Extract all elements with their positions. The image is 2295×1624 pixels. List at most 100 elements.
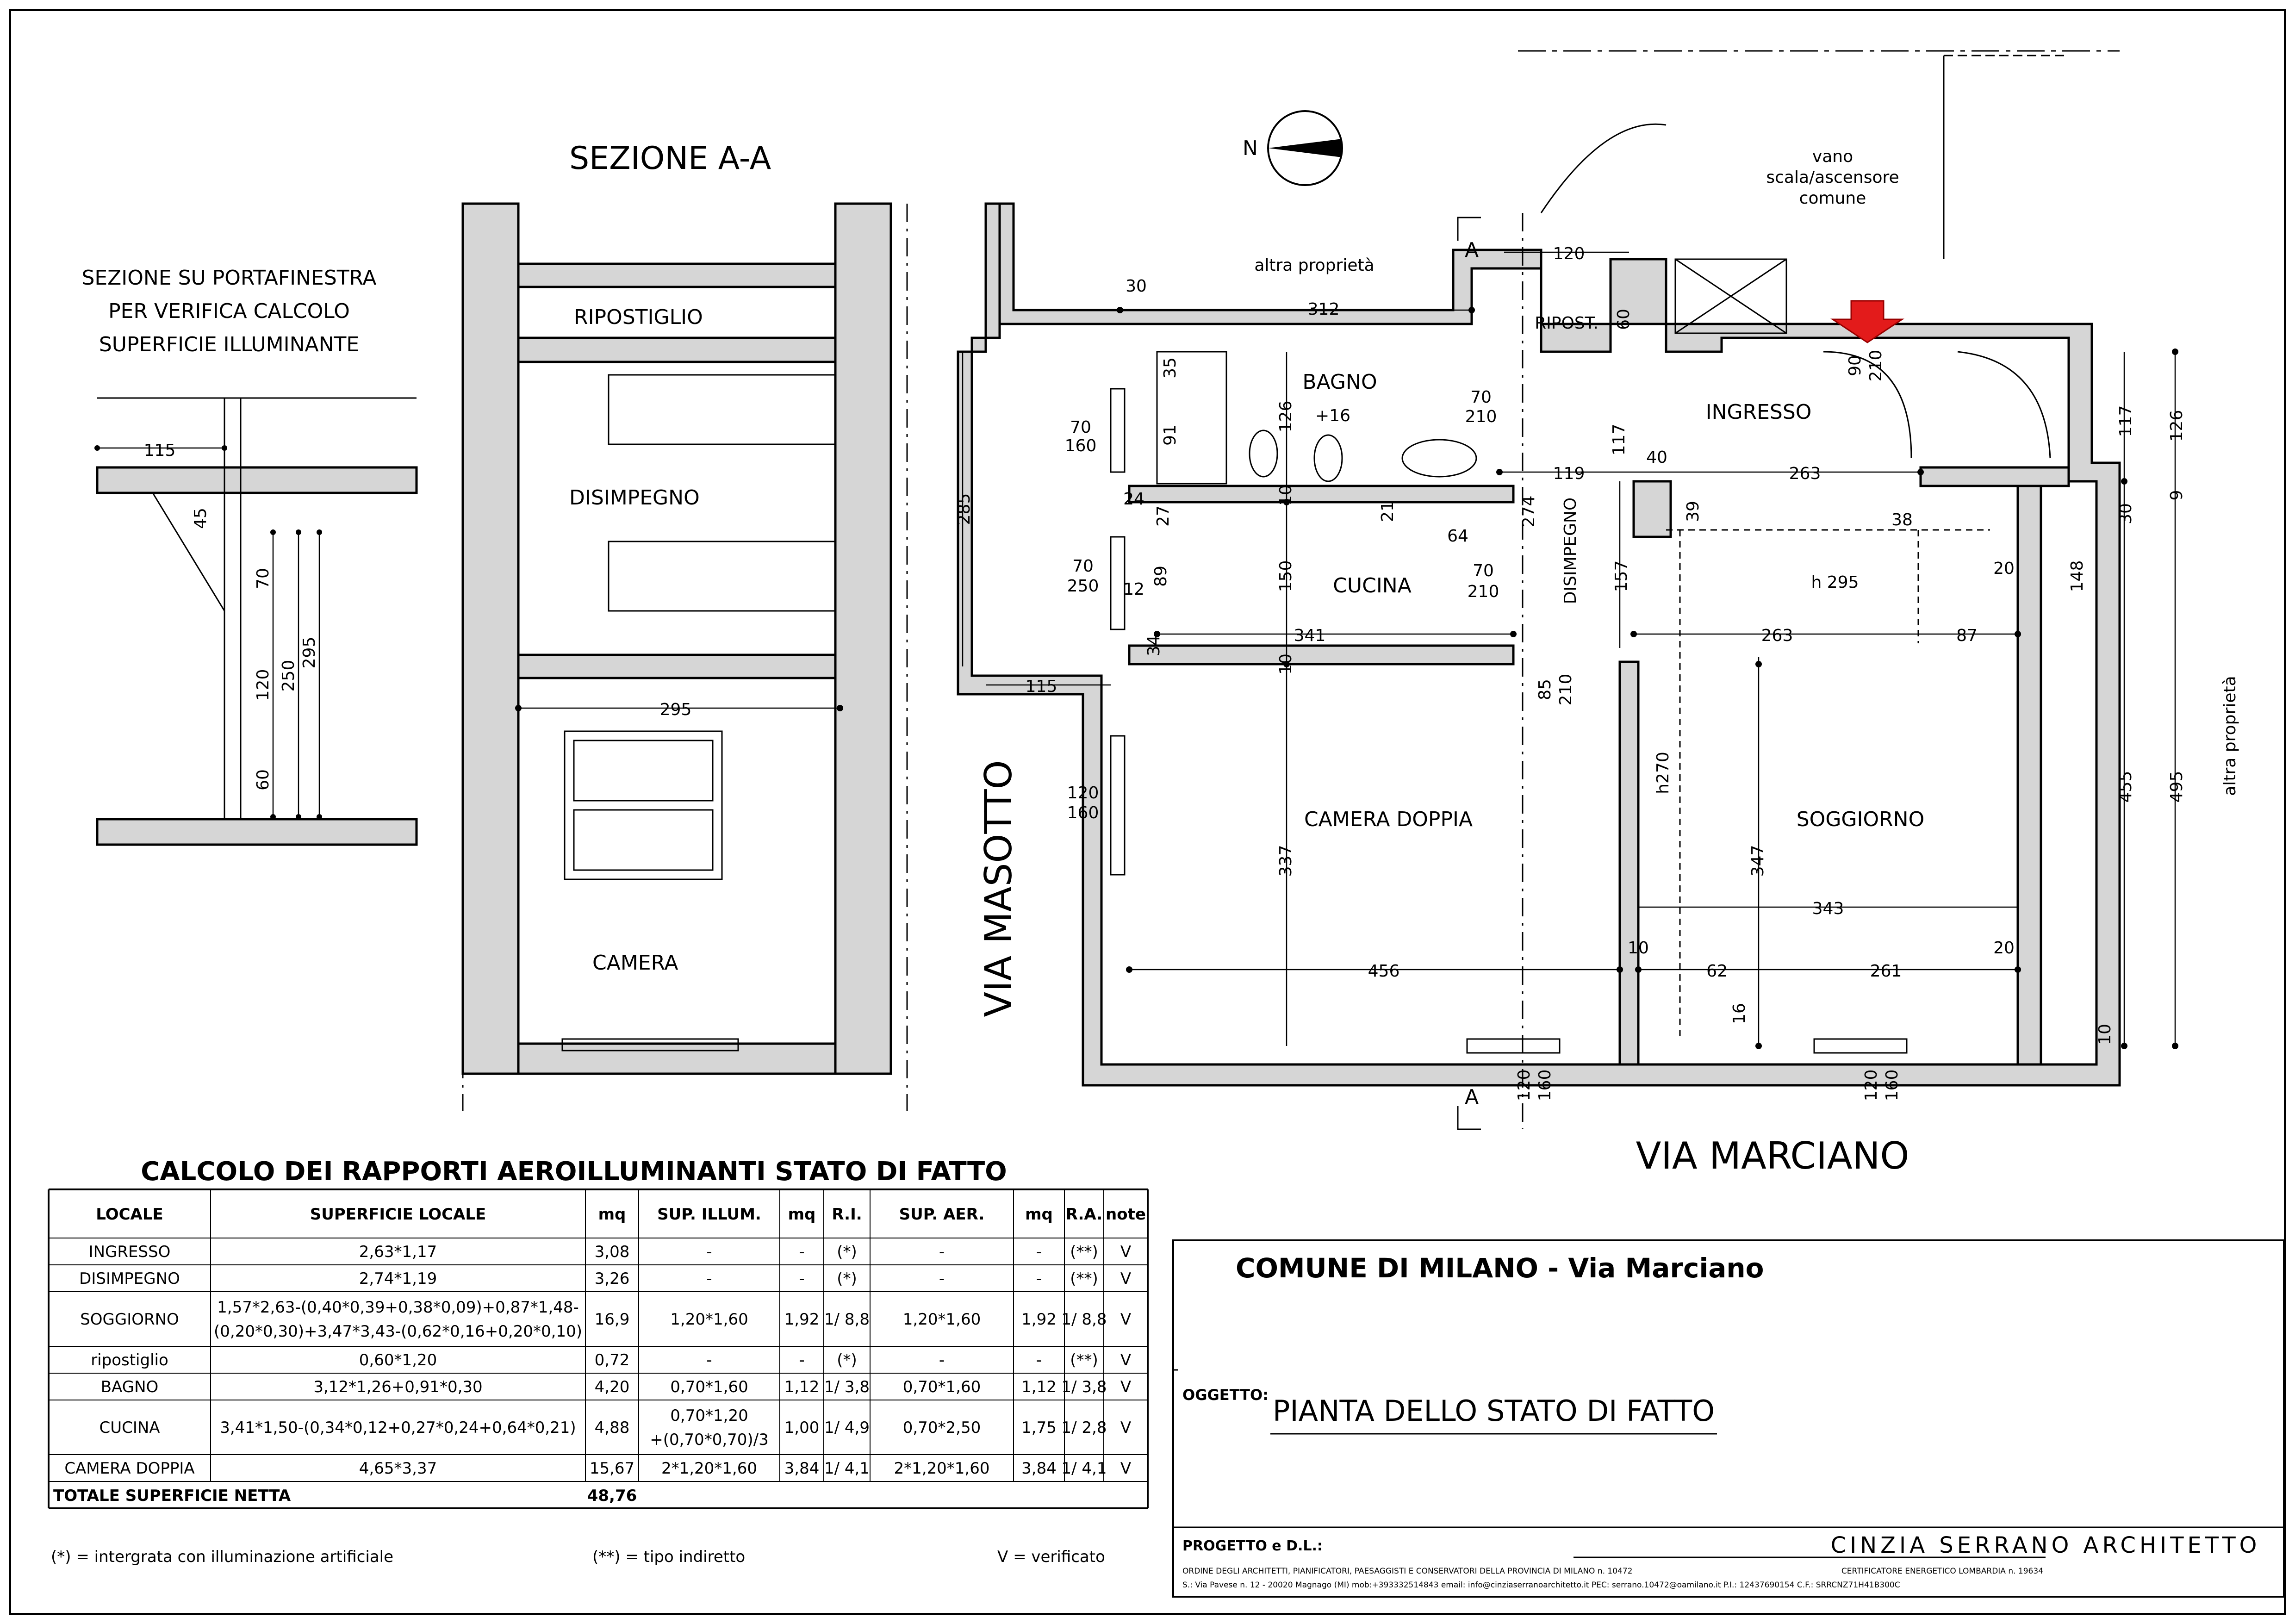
dim-160-bagno: 160 [1065, 436, 1097, 455]
table-cell: 15,67 [590, 1459, 634, 1478]
table-cell: 1,75 [1021, 1419, 1057, 1437]
dim-87: 87 [1956, 626, 1978, 645]
detail-dim-295: 295 [300, 637, 319, 669]
table-cell: - [1036, 1243, 1042, 1261]
table-cell: (**) [1070, 1269, 1098, 1288]
table-cell: - [939, 1243, 945, 1261]
table-total-label: TOTALE SUPERFICIE NETTA [53, 1487, 291, 1505]
wall-kitchen-bottom [1128, 644, 1515, 666]
floor-plan: N vano scala/ascensor [955, 50, 2239, 1177]
table-cell: (*) [837, 1243, 857, 1261]
table-cell: 1/ 4,9 [824, 1419, 870, 1437]
table-cell: 0,70*1,20 [670, 1406, 748, 1425]
north-arrow-needle [1268, 139, 1342, 157]
dim-16: 16 [1730, 1003, 1749, 1024]
table-header-cell: mq [788, 1205, 816, 1224]
street-via-masotto: VIA MASOTTO [977, 760, 1020, 1017]
legend-1: (*) = intergrata con illuminazione artif… [51, 1548, 393, 1566]
table-cell: +(0,70*0,70)/3 [650, 1431, 769, 1449]
wall-soggiorno-left [1632, 480, 1672, 538]
table-cell: 0,70*1,60 [670, 1378, 748, 1396]
dim-62: 62 [1706, 962, 1728, 981]
window-bagno [1110, 388, 1126, 473]
section-note-3: SUPERFICIE ILLUMINANTE [99, 333, 359, 356]
dim-157: 157 [1612, 560, 1631, 592]
tb-line1-left: ORDINE DEGLI ARCHITETTI, PIANIFICATORI, … [1182, 1567, 1633, 1576]
table-cell: INGRESSO [89, 1243, 171, 1261]
table-cell: 2*1,20*1,60 [894, 1459, 989, 1478]
dim-210-dis: 210 [1468, 582, 1499, 601]
section-door-sill [561, 1038, 739, 1052]
dim-126-bagno: 126 [1276, 401, 1295, 433]
room-vano-2: scala/ascensore [1766, 168, 1899, 187]
dim-60: 60 [1614, 309, 1633, 330]
detail-dim-45: 45 [191, 508, 210, 529]
table-total-value: 48,76 [587, 1487, 637, 1505]
table-cell: 1/ 3,8 [1062, 1378, 1107, 1396]
table-cell: 3,08 [595, 1243, 630, 1261]
table-cell: 4,65*3,37 [359, 1459, 437, 1478]
table-cell: 0,70*1,60 [903, 1378, 981, 1396]
table-cell: - [1036, 1351, 1042, 1369]
window-camera-bottom [1466, 1038, 1561, 1054]
table-cell: V [1120, 1378, 1131, 1396]
door-arc-top [1540, 123, 1667, 213]
table-cell: 1/ 8,8 [824, 1310, 870, 1329]
dim-126-right: 126 [2167, 410, 2186, 442]
room-ingresso: INGRESSO [1706, 400, 1812, 424]
dim-39: 39 [1684, 501, 1703, 522]
dim-70-dis: 70 [1473, 561, 1494, 580]
table-cell: (0,20*0,30)+3,47*3,43-(0,62*0,16+0,20*0,… [214, 1322, 582, 1341]
table-cell: SOGGIORNO [80, 1310, 179, 1329]
table-cell: - [939, 1269, 945, 1288]
wall-right-col [2016, 480, 2042, 1066]
shower-tray [1156, 351, 1227, 485]
section-aa: SEZIONE A-A SEZIONE SU PORTAFINESTRA PER… [81, 140, 908, 1111]
dim-70-door: 70 [1470, 388, 1492, 407]
dim-90: 90 [1846, 355, 1865, 376]
dim-30: 30 [1126, 277, 1147, 296]
dim-120-win-a: 120 [1515, 1070, 1534, 1101]
table-cell: V [1120, 1351, 1131, 1369]
door-arc-stair [1957, 351, 2051, 459]
room-vano-3: comune [1799, 189, 1866, 208]
detail-dim-115: 115 [144, 441, 176, 460]
dim-91: 91 [1161, 424, 1180, 446]
dim-24: 24 [1123, 490, 1144, 509]
section-slab-2 [517, 336, 837, 363]
dim-10-d: 10 [2096, 1024, 2115, 1045]
section-slab-4 [517, 1042, 837, 1075]
detail-dim-60: 60 [254, 769, 273, 790]
title-block: COMUNE DI MILANO - Via Marciano OGGETTO:… [1172, 1239, 2285, 1598]
detail-jamb-bottom [96, 818, 418, 846]
sink-icon [1401, 439, 1477, 478]
bidet-icon [1313, 434, 1343, 482]
dim-337: 337 [1276, 845, 1295, 877]
table-cell: 4,20 [595, 1378, 630, 1396]
dim-10-a: 10 [1276, 653, 1295, 675]
section-beam-1 [608, 374, 836, 445]
table-header-cell: R.A. [1066, 1205, 1103, 1224]
table-cell: - [799, 1351, 804, 1369]
calc-table: CALCOLO DEI RAPPORTI AEROILLUMINANTI STA… [48, 1157, 1149, 1566]
table-cell: 1,92 [784, 1310, 820, 1329]
wall-kitchen-bath [1128, 485, 1515, 504]
table-cell: 3,84 [1021, 1459, 1057, 1478]
wc-icon [1249, 429, 1278, 478]
table-cell: 0,72 [595, 1351, 630, 1369]
detail-slope [152, 492, 225, 611]
table-header-cell: SUP. ILLUM. [657, 1205, 761, 1224]
dim-27: 27 [1154, 505, 1173, 527]
section-marker-top: A [1465, 238, 1479, 262]
table-cell: V [1120, 1459, 1131, 1478]
studio-name: CINZIA SERRANO ARCHITETTO [1831, 1532, 2261, 1558]
table-header-cell: SUP. AER. [899, 1205, 985, 1224]
table-cell: - [706, 1269, 712, 1288]
table-cell: 1,92 [1021, 1310, 1057, 1329]
legend-3: V = verificato [997, 1548, 1105, 1566]
table-cell: 2*1,20*1,60 [661, 1459, 757, 1478]
north-label: N [1243, 137, 1258, 160]
table-cell: 3,84 [784, 1459, 820, 1478]
table-cell: 0,60*1,20 [359, 1351, 437, 1369]
dim-20-b: 20 [1993, 939, 2015, 958]
